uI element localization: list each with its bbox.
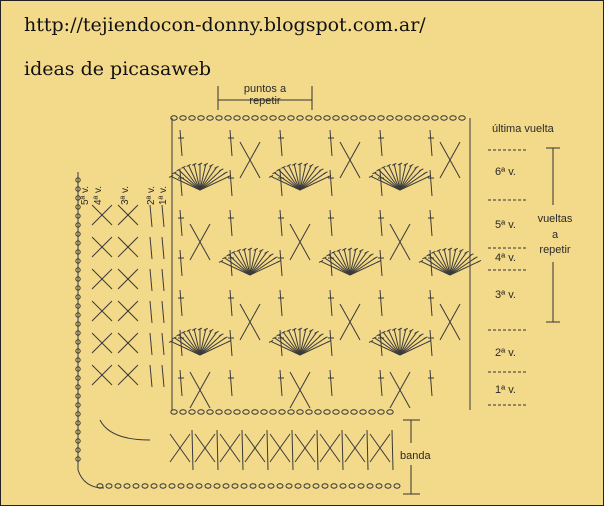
vueltas-label-2: a	[552, 229, 559, 241]
round-label-6: 6ª v.	[495, 166, 516, 178]
blog-url: http://tejiendocon-donny.blogspot.com.ar…	[24, 14, 426, 36]
banda-label: banda	[400, 450, 431, 462]
side-round-4: 4ª v.	[93, 186, 104, 205]
round-label-5: 5ª v.	[495, 219, 516, 231]
vueltas-label-1: vueltas	[538, 213, 573, 225]
vueltas-bracket	[546, 147, 560, 323]
round-label-3: 3ª v.	[495, 289, 516, 301]
ultima-vuelta-label: última vuelta	[492, 123, 555, 135]
vueltas-label-3: repetir	[539, 244, 571, 256]
source-note: ideas de picasaweb	[24, 58, 212, 80]
side-round-5: 5ª v.	[80, 186, 91, 205]
side-round-1: 1ª v.	[158, 186, 169, 205]
round-ticks	[488, 149, 526, 406]
side-round-2: 2ª v.	[146, 186, 157, 205]
banda-bracket	[403, 419, 420, 495]
puntos-bracket	[217, 86, 313, 110]
stitch-pattern	[75, 115, 482, 489]
side-round-3: 3ª v.	[120, 186, 131, 205]
round-label-1: 1ª v.	[495, 384, 516, 396]
puntos-label-2: repetir	[249, 95, 281, 107]
round-label-2: 2ª v.	[495, 347, 516, 359]
puntos-label-1: puntos a	[244, 83, 287, 95]
round-label-4: 4ª v.	[495, 252, 516, 264]
